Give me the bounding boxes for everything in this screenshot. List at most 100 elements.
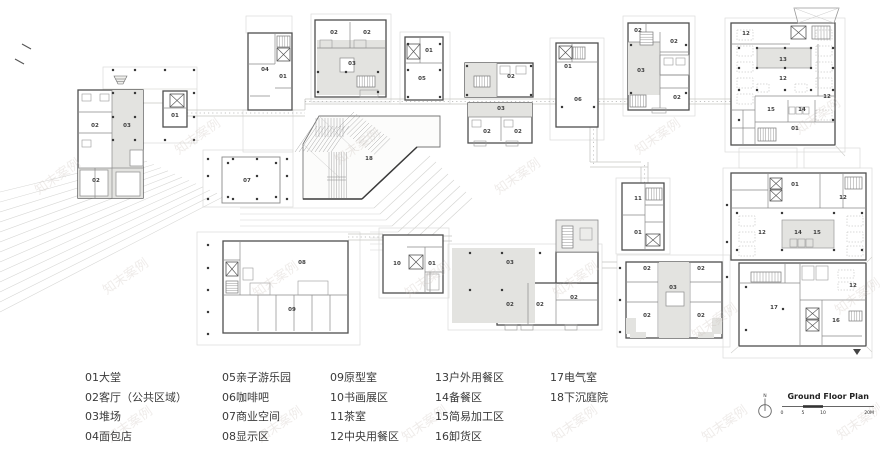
dining-tables-layer: [736, 29, 864, 291]
room-label: 13: [779, 57, 787, 63]
legend-item: 03堆场: [85, 410, 121, 423]
watermark: 知末案例: [32, 155, 84, 198]
legend-column-1: 01大堂 02客厅（公共区域） 03堆场 04面包店: [85, 368, 187, 446]
legend-item: 18下沉庭院: [550, 390, 608, 404]
room-label: 02: [536, 302, 544, 308]
interior-partitions-layer: [78, 22, 866, 346]
legend-item: 13户外用餐区: [435, 371, 504, 384]
room-label: 03: [669, 285, 677, 291]
room-label: 15: [767, 107, 775, 113]
room-label: 14: [798, 107, 806, 113]
title-block: N Ground Floor Plan 0 5 10 20M: [758, 392, 874, 418]
watermark: 知末案例: [100, 255, 152, 298]
room-label: 02: [92, 178, 100, 184]
legend-item: 02客厅（公共区域）: [85, 390, 187, 404]
legend-item: 06咖啡吧: [222, 390, 269, 404]
room-label: 03: [497, 106, 505, 112]
room-label: 03: [506, 260, 514, 266]
room-label: 02: [643, 266, 651, 272]
room-label: 14: [794, 230, 802, 236]
interior-rooms-layer: [79, 54, 690, 307]
room-label: 02: [697, 313, 705, 319]
legend-item: 10书画展区: [330, 390, 388, 404]
room-label: 12: [839, 195, 847, 201]
room-label: 02: [514, 129, 522, 135]
north-arrow-icon: [758, 404, 772, 418]
room-label: 04: [261, 67, 269, 73]
room-label: 18: [365, 156, 373, 162]
room-label: 12: [758, 230, 766, 236]
watermark: 知末案例: [492, 155, 544, 198]
scale-tick: 5: [802, 410, 805, 416]
legend-column-2: 05亲子游乐园 06咖啡吧 07商业空间 08显示区: [222, 368, 291, 446]
scale-tick: 20M: [864, 410, 874, 416]
stair-elevator-symbols-layer: [169, 25, 863, 332]
legend-item: 12中央用餐区: [330, 429, 399, 443]
fixtures-layer: [81, 39, 829, 331]
room-label: 11: [634, 196, 642, 202]
legend-item: 16卸货区: [435, 429, 482, 443]
scale-tick: 10: [820, 410, 826, 416]
legend-item: 08显示区: [222, 429, 269, 443]
legend-column-4: 13户外用餐区 14备餐区 15简易加工区 16卸货区: [435, 368, 504, 446]
room-label: 05: [418, 76, 426, 82]
room-labels-layer: 02 03 02 01 04 01 02 02 03 01 05 02 03 02 02 01 06 02 02 03…: [91, 28, 857, 324]
room-label: 02: [643, 313, 651, 319]
sunken-courtyard-18: [294, 111, 441, 200]
room-label: 16: [832, 318, 840, 324]
room-label: 06: [574, 97, 582, 103]
room-label: 02: [363, 30, 371, 36]
legend-column-5: 17电气室 18下沉庭院: [550, 368, 608, 407]
column-grid-dots-layer: [111, 42, 864, 336]
room-label: 15: [813, 230, 821, 236]
plan-title: Ground Floor Plan: [787, 392, 869, 401]
room-label: 02: [330, 30, 338, 36]
room-label: 09: [288, 307, 296, 313]
room-label: 03: [348, 61, 356, 67]
legend-item: 05亲子游乐园: [222, 371, 291, 384]
room-label: 01: [428, 261, 436, 267]
room-label: 02: [91, 123, 99, 129]
room-label: 01: [564, 64, 572, 70]
room-label: 10: [393, 261, 401, 267]
room-label: 12: [742, 31, 750, 37]
room-label: 02: [506, 302, 514, 308]
legend-item: 01大堂: [85, 371, 121, 384]
room-label: 12: [849, 283, 857, 289]
room-label: 03: [123, 123, 131, 129]
misc-marks-layer: [14, 43, 873, 355]
room-label: 03: [637, 68, 645, 74]
room-label: 01: [791, 182, 799, 188]
legend-item: 04面包店: [85, 429, 132, 443]
legend-item: 17电气室: [550, 371, 597, 384]
legend: 01大堂 02客厅（公共区域） 03堆场 04面包店 05亲子游乐园 06咖啡吧…: [0, 368, 880, 458]
room-label: 01: [425, 48, 433, 54]
room-label: 02: [697, 266, 705, 272]
room-label: 08: [298, 260, 306, 266]
room-label: 02: [670, 39, 678, 45]
room-label: 02: [483, 129, 491, 135]
legend-item: 14备餐区: [435, 390, 482, 404]
room-label: 02: [673, 95, 681, 101]
room-label: 01: [791, 126, 799, 132]
legend-item: 07商业空间: [222, 410, 280, 423]
north-label: N: [763, 393, 766, 399]
legend-item: 15简易加工区: [435, 410, 504, 423]
legend-item: 09原型室: [330, 371, 377, 384]
room-label: 12: [823, 94, 831, 100]
room-label: 02: [507, 74, 515, 80]
scale-bar-segment: [803, 405, 823, 408]
room-label: 01: [634, 230, 642, 236]
room-label: 17: [770, 305, 778, 311]
room-label: 02: [570, 295, 578, 301]
legend-column-3: 09原型室 10书画展区 11茶室 12中央用餐区: [330, 368, 399, 446]
room-label: 07: [243, 178, 251, 184]
room-label: 02: [634, 28, 642, 34]
watermark: 知末案例: [632, 115, 684, 158]
scale-tick: 0: [781, 410, 784, 416]
room-label: 01: [279, 74, 287, 80]
legend-item: 11茶室: [330, 410, 366, 423]
room-label: 01: [171, 113, 179, 119]
